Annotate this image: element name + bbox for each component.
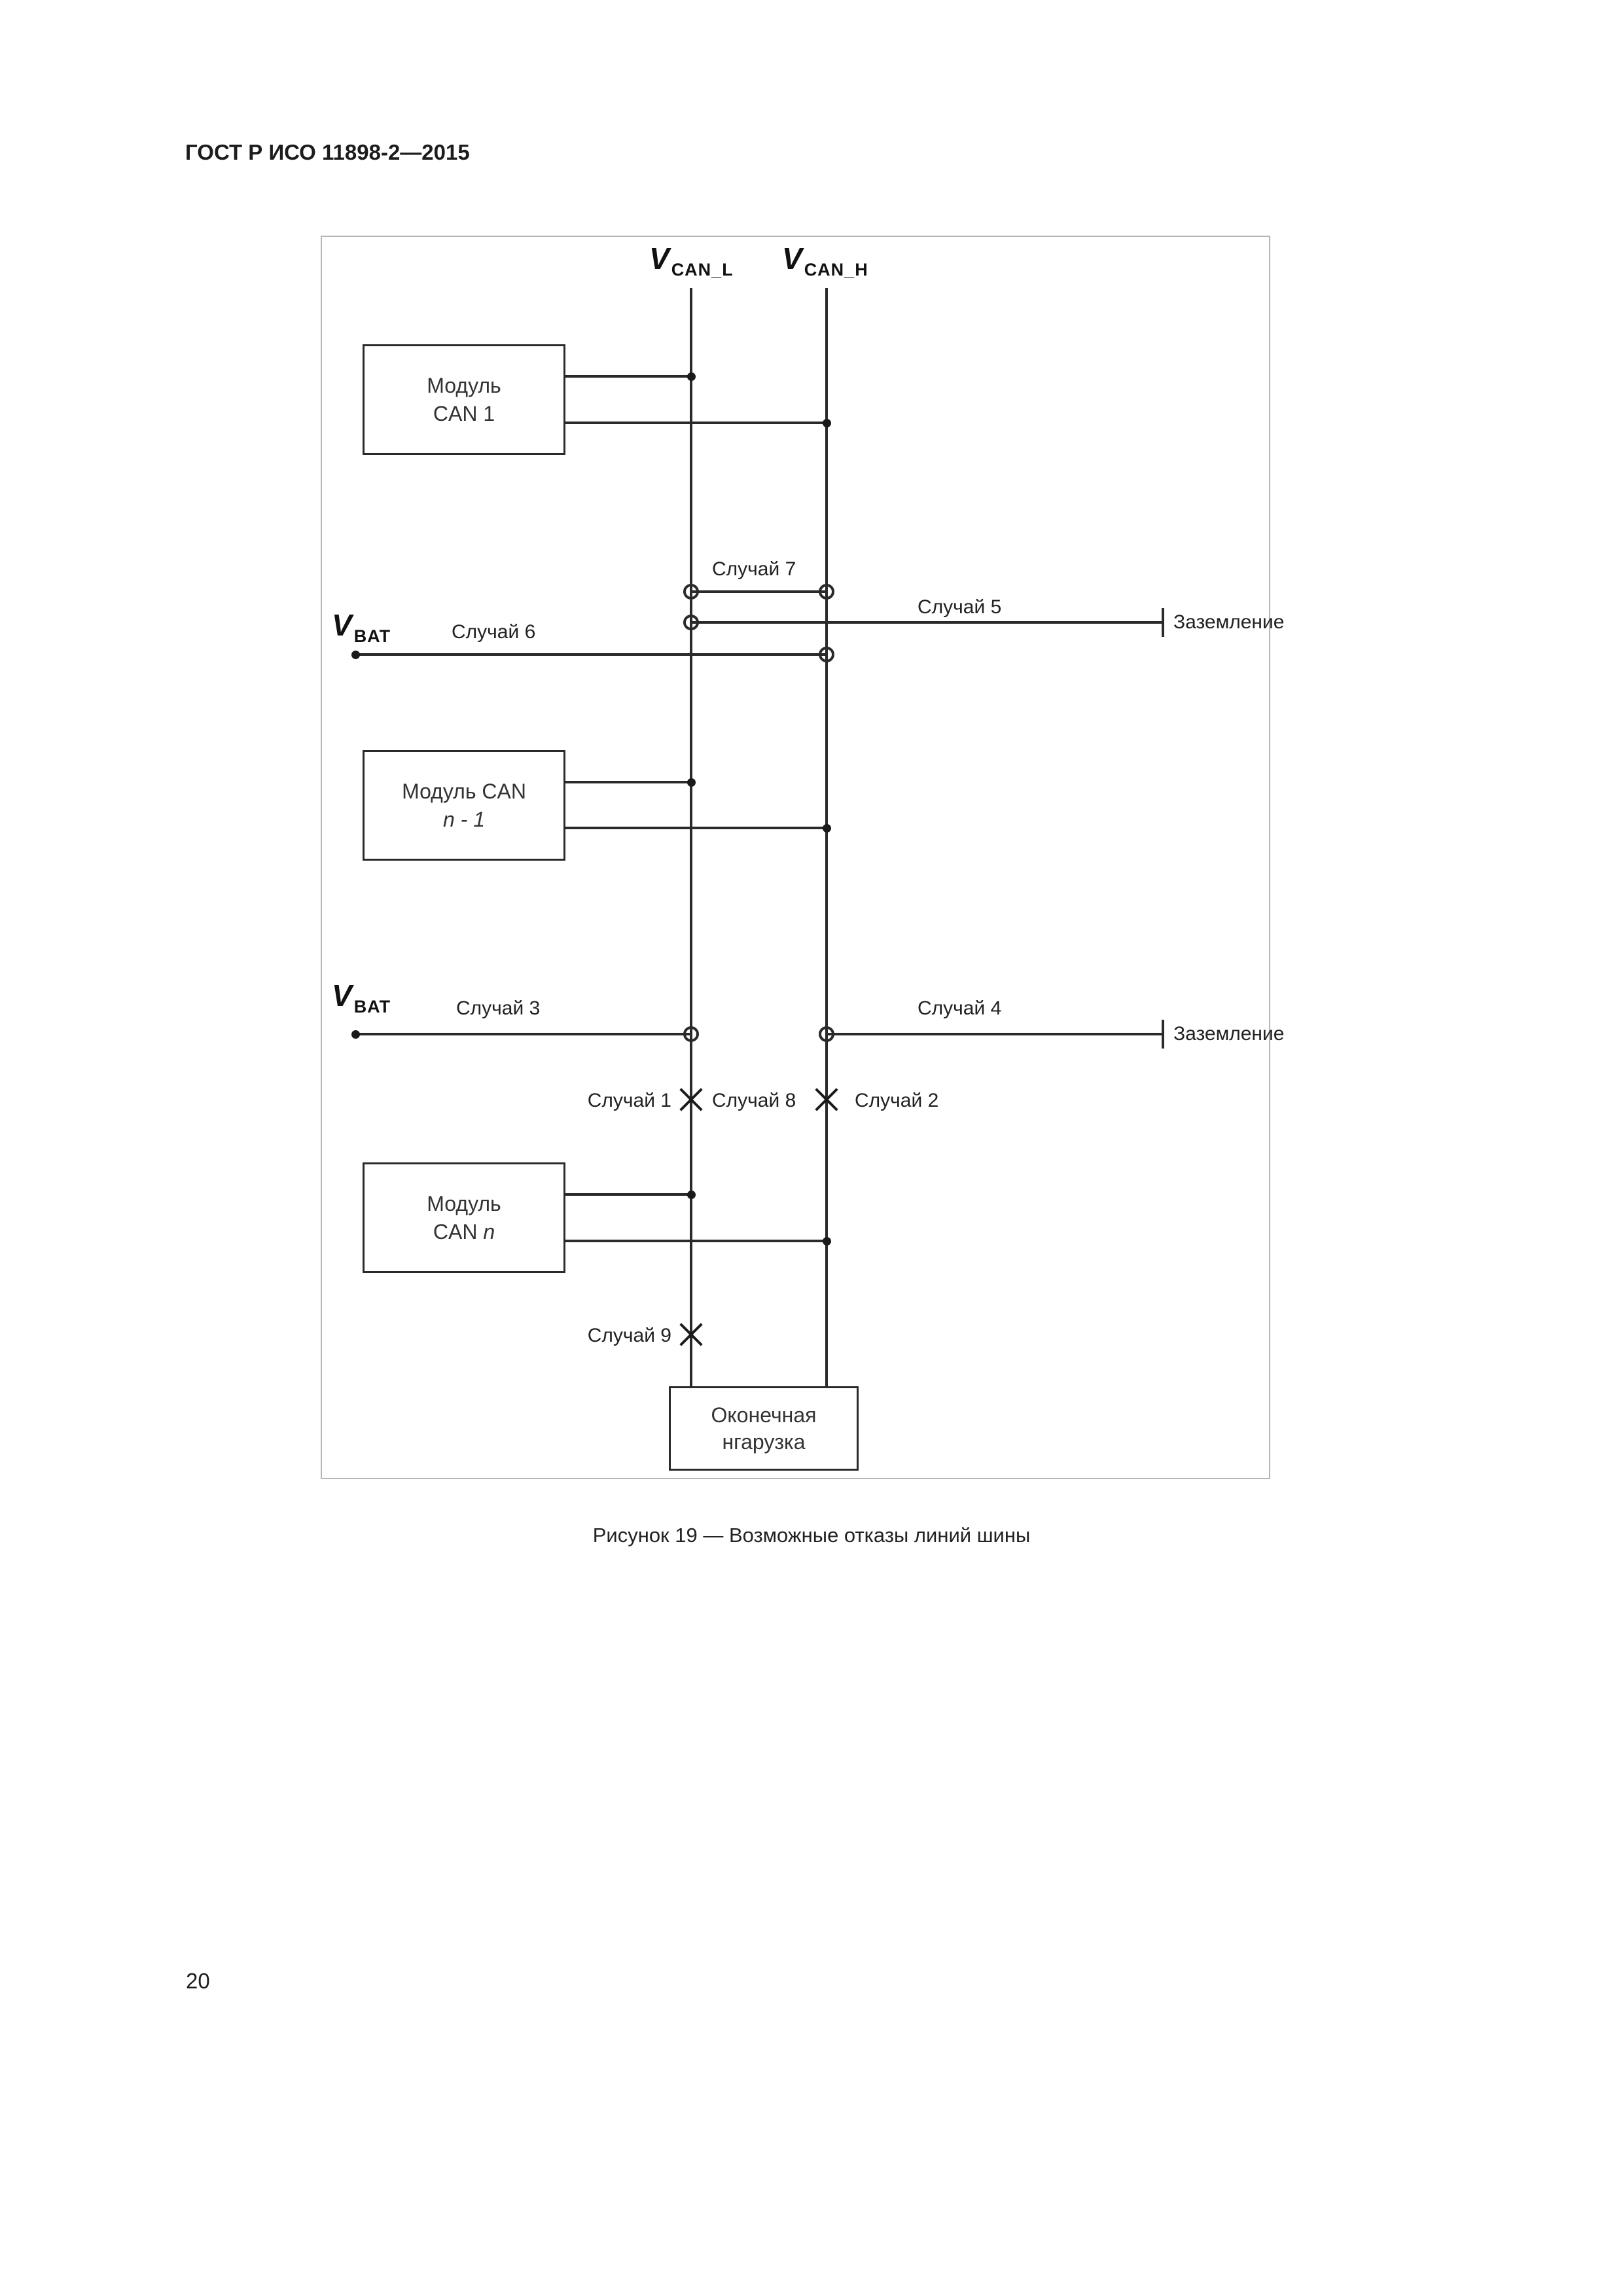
break-x-icon [815, 1088, 838, 1111]
case5-label: Случай 5 [918, 596, 1002, 618]
page-number: 20 [186, 1969, 210, 1993]
module-can-n1-box: Модуль CAN n - 1 [363, 750, 565, 861]
case3-wire [355, 1033, 691, 1035]
case6-wire [355, 653, 827, 656]
module-can-n-box: Модуль CAN n [363, 1162, 565, 1273]
case4-label: Случай 4 [918, 997, 1002, 1019]
short-circle [683, 615, 699, 630]
case7-label: Случай 7 [712, 558, 796, 580]
page-header: ГОСТ Р ИСО 11898-2—2015 [185, 140, 470, 164]
termination-line1: Оконечная [711, 1403, 817, 1427]
junction-dot [823, 419, 831, 427]
can-l-bus-line [690, 288, 692, 1386]
break-x-icon [679, 1088, 703, 1111]
module-can-1-line2: CAN 1 [433, 401, 495, 425]
module1-canl-wire [565, 375, 692, 378]
short-circle [683, 584, 699, 600]
case2-label: Случай 2 [855, 1090, 939, 1111]
short-circle [819, 584, 834, 600]
junction-dot [687, 1191, 696, 1199]
case9-label: Случай 9 [587, 1325, 671, 1346]
module-can-n1-line1: Модуль CAN [402, 779, 526, 803]
break-x-icon [679, 1323, 703, 1346]
case1-label: Случай 1 [587, 1090, 671, 1111]
case6-label: Случай 6 [452, 621, 536, 643]
junction-dot [823, 1237, 831, 1246]
junction-dot [687, 372, 696, 381]
case8-label: Случай 8 [712, 1090, 796, 1111]
case5-wire [691, 621, 1163, 624]
ground-label: Заземление [1173, 611, 1285, 633]
short-circle [819, 647, 834, 662]
termination-line2: нгарузка [722, 1429, 806, 1454]
termination-box: Оконечная нгарузка [669, 1386, 859, 1471]
junction-dot [687, 778, 696, 787]
module-can-n1-line2: n - 1 [442, 807, 486, 831]
ground-symbol [1162, 1020, 1164, 1049]
ground-symbol [1162, 608, 1164, 637]
module-can-n-line1: Модуль [427, 1191, 501, 1215]
module-n-canh-wire [565, 1240, 828, 1242]
short-circle [819, 1026, 834, 1042]
case4-wire [827, 1033, 1163, 1035]
module-n1-canh-wire [565, 827, 828, 829]
short-circle [683, 1026, 699, 1042]
junction-dot [351, 1030, 360, 1039]
module-can-n-line2: CAN n [433, 1219, 495, 1244]
junction-dot [823, 824, 831, 833]
can-h-bus-line [825, 288, 828, 1386]
case7-wire [691, 590, 827, 593]
junction-dot [351, 651, 360, 659]
ground-label: Заземление [1173, 1023, 1285, 1045]
module-can-1-box: Модуль CAN 1 [363, 344, 565, 455]
module1-canh-wire [565, 422, 828, 424]
module-can-1-line1: Модуль [427, 373, 501, 397]
module-n1-canl-wire [565, 781, 692, 783]
module-n-canl-wire [565, 1193, 692, 1196]
figure-caption: Рисунок 19 — Возможные отказы линий шины [592, 1524, 1031, 1547]
case3-label: Случай 3 [456, 997, 541, 1019]
